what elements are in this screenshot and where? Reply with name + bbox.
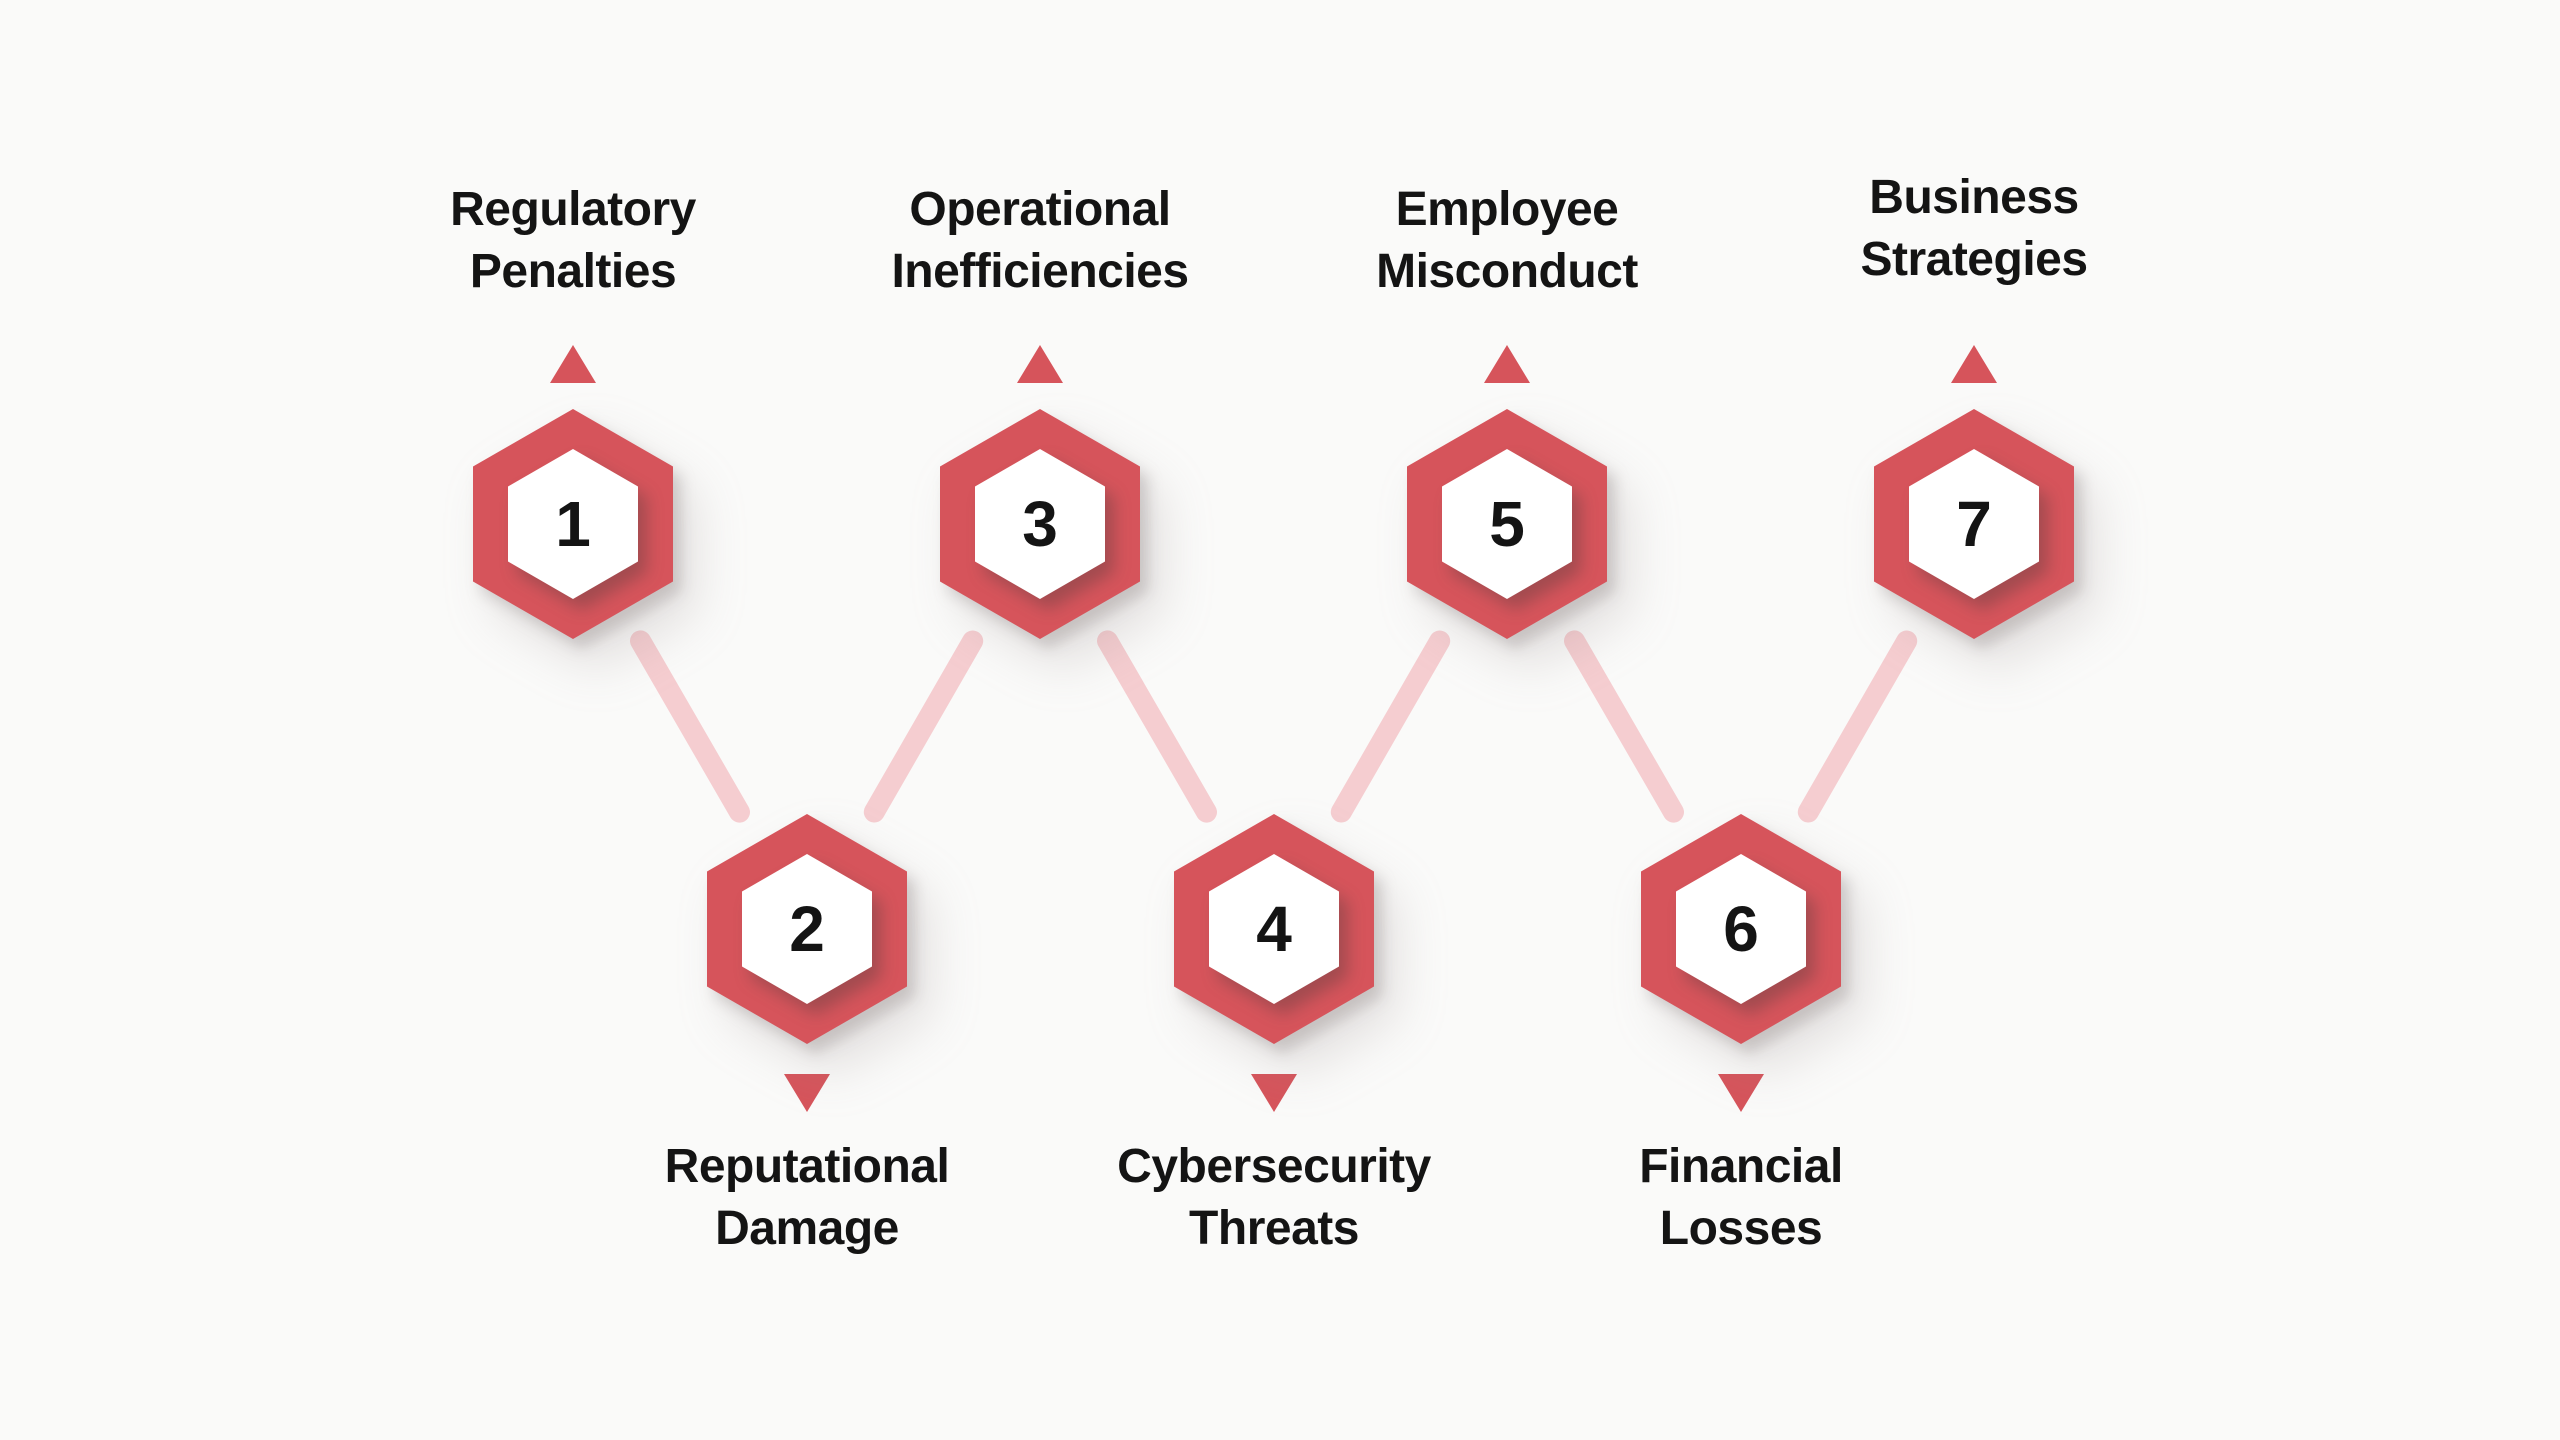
step-label-line: Inefficiencies bbox=[891, 245, 1189, 298]
step-label: Employee Misconduct bbox=[1297, 175, 1717, 303]
step-number: 5 bbox=[1489, 488, 1525, 560]
step-label: Cybersecurity Threats bbox=[1064, 1136, 1484, 1264]
step-label-line: Strategies bbox=[1860, 233, 2088, 286]
step-label: Regulatory Penalties bbox=[363, 175, 783, 303]
step-number: 6 bbox=[1723, 893, 1759, 965]
step-label-line: Regulatory bbox=[450, 183, 696, 236]
step-label-line: Losses bbox=[1659, 1202, 1823, 1255]
step-hexagon: 7 bbox=[1874, 409, 2074, 639]
step-label: Business Strategies bbox=[1764, 163, 2184, 291]
step-number: 7 bbox=[1956, 488, 1992, 560]
step-hexagon: 2 bbox=[707, 814, 907, 1044]
step-hexagon: 1 bbox=[473, 409, 673, 639]
connector-line bbox=[630, 630, 750, 823]
step-number: 4 bbox=[1256, 893, 1292, 965]
connector-line bbox=[1797, 630, 1918, 823]
hexagon-ring: 3 bbox=[940, 409, 1140, 639]
step-hexagon: 4 bbox=[1174, 814, 1374, 1044]
hexagon-core: 3 bbox=[975, 449, 1105, 599]
step-label-line: Damage bbox=[715, 1202, 899, 1255]
step-label-line: Employee bbox=[1395, 183, 1619, 236]
hexagon-core: 5 bbox=[1442, 449, 1572, 599]
step-label-line: Financial bbox=[1639, 1140, 1843, 1193]
step-label-line: Reputational bbox=[664, 1140, 950, 1193]
step-number: 3 bbox=[1022, 488, 1058, 560]
hexagon-ring: 7 bbox=[1874, 409, 2074, 639]
hexagon-core: 4 bbox=[1209, 854, 1339, 1004]
hexagon-core: 1 bbox=[508, 449, 638, 599]
hexagon-ring: 2 bbox=[707, 814, 907, 1044]
hexagon-core: 2 bbox=[742, 854, 872, 1004]
step-hexagon: 3 bbox=[940, 409, 1140, 639]
hexagon-ring: 1 bbox=[473, 409, 673, 639]
step-label: Financial Losses bbox=[1531, 1136, 1951, 1264]
step-hexagon: 6 bbox=[1641, 814, 1841, 1044]
step-label: Operational Inefficiencies bbox=[830, 175, 1250, 303]
hexagon-core-wrap: 4 bbox=[1209, 854, 1339, 1004]
step-label: Reputational Damage bbox=[597, 1136, 1017, 1264]
hexagon-core: 6 bbox=[1676, 854, 1806, 1004]
connector-line bbox=[1564, 630, 1684, 823]
hexagon-core: 7 bbox=[1909, 449, 2039, 599]
hexagon-core-wrap: 6 bbox=[1676, 854, 1806, 1004]
step-number: 2 bbox=[789, 893, 825, 965]
step-hexagon: 5 bbox=[1407, 409, 1607, 639]
step-label-line: Misconduct bbox=[1376, 245, 1638, 298]
step-label-line: Penalties bbox=[469, 245, 677, 298]
hexagon-ring: 6 bbox=[1641, 814, 1841, 1044]
connector-line bbox=[1097, 630, 1217, 823]
step-label-line: Operational bbox=[909, 183, 1171, 236]
step-number: 1 bbox=[555, 488, 591, 560]
hexagon-core-wrap: 7 bbox=[1909, 449, 2039, 599]
step-label-line: Threats bbox=[1189, 1202, 1359, 1255]
hexagon-core-wrap: 2 bbox=[742, 854, 872, 1004]
hexagon-ring: 4 bbox=[1174, 814, 1374, 1044]
hexagon-core-wrap: 5 bbox=[1442, 449, 1572, 599]
hexagon-core-wrap: 3 bbox=[975, 449, 1105, 599]
step-label-line: Cybersecurity bbox=[1117, 1140, 1431, 1193]
connector-line bbox=[1330, 630, 1451, 823]
hexagon-ring: 5 bbox=[1407, 409, 1607, 639]
hexagon-core-wrap: 1 bbox=[508, 449, 638, 599]
step-label-line: Business bbox=[1869, 171, 2079, 224]
connector-line bbox=[863, 630, 984, 823]
